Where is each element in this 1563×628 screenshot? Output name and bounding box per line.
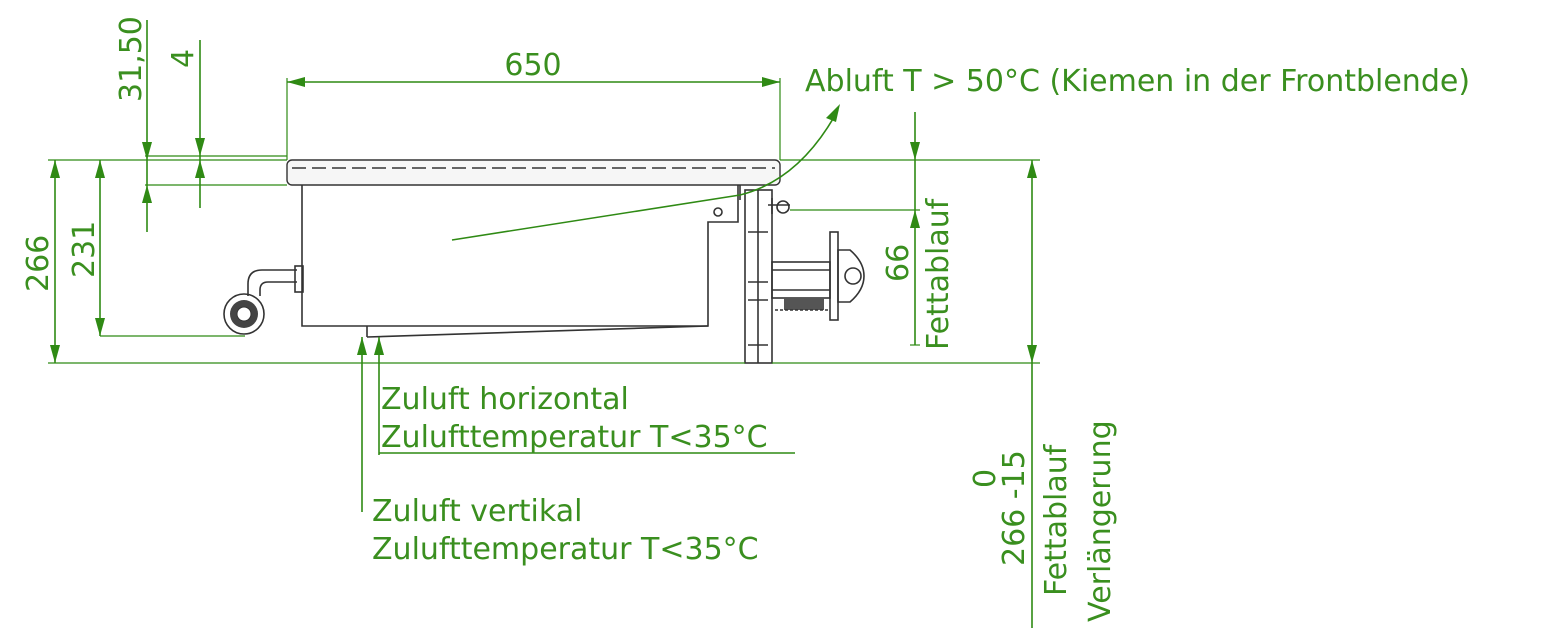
label-zuluft-vertikal: Zuluft vertikal (372, 494, 582, 529)
label-fettablauf-ext: Fettablauf (1039, 443, 1074, 596)
unit-drawing (223, 159, 865, 364)
label-zuluft-horizontal: Zuluft horizontal (381, 382, 629, 417)
dimension-lines (48, 20, 1040, 628)
label-zuluft-vertikal-temp: Zulufttemperatur T<35°C (372, 532, 759, 567)
front-panel (713, 185, 790, 364)
label-abluft: Abluft T > 50°C (Kiemen in der Frontblen… (805, 64, 1470, 99)
dim-drain-range: 266 -15 (997, 450, 1032, 566)
dim-231: 231 (67, 221, 102, 278)
dim-31-50: 31,50 (114, 16, 149, 102)
dim-650: 650 (504, 48, 561, 83)
caster-wheel (223, 265, 304, 335)
body-tub (301, 185, 739, 327)
label-verlaengerung: Verlängerung (1083, 420, 1118, 622)
drain-connector (771, 231, 865, 321)
label-fettablauf: Fettablauf (921, 197, 956, 350)
dim-drain-zero: 0 (968, 469, 1003, 488)
label-zuluft-horizontal-temp: Zulufttemperatur T<35°C (381, 420, 768, 455)
dim-4: 4 (166, 49, 201, 68)
top-plate (286, 159, 781, 186)
dim-266: 266 (21, 235, 56, 292)
dim-66: 66 (881, 244, 916, 282)
